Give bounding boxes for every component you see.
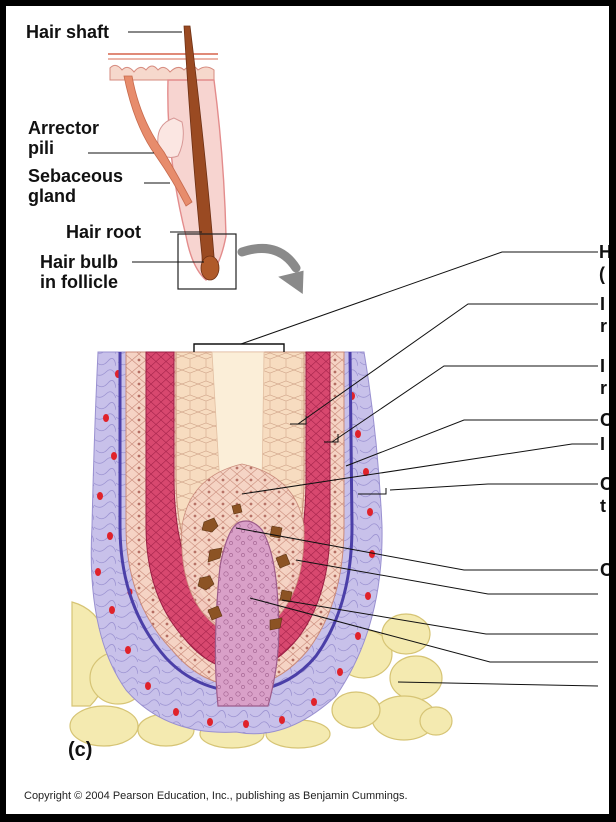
cropped-label-6-line1: C [600, 474, 609, 494]
cropped-label-3-line2: r [600, 378, 607, 398]
label-arrector-pili: Arrector pili [28, 118, 99, 158]
cropped-label-2-line2: r [600, 316, 607, 336]
label-hair-shaft: Hair shaft [26, 22, 109, 42]
cropped-label-7-line1: C [600, 560, 609, 580]
enlarged-hair-bulb [70, 344, 452, 748]
cropped-label-5-line1: I [600, 434, 605, 454]
dermal-papilla [215, 521, 278, 706]
label-sebaceous-gland: Sebaceous gland [28, 166, 123, 206]
copyright-notice: Copyright © 2004 Pearson Education, Inc.… [24, 790, 408, 802]
cropped-label-1-line1: H [599, 242, 609, 262]
cropped-label-6-line2: t [600, 496, 606, 516]
cropped-label-1-line2: ( [599, 264, 605, 284]
label-hair-bulb: Hair bulb in follicle [40, 252, 118, 292]
cropped-label-3-line1: I [600, 356, 605, 376]
cropped-label-4-line1: C [600, 410, 609, 430]
cropped-label-2-line1: I [600, 294, 605, 314]
panel-label: (c) [68, 739, 92, 762]
zoom-arrow-icon [242, 248, 310, 299]
diagram-slide: Hair shaft Arrector pili Sebaceous gland… [6, 6, 609, 814]
overview-follicle [108, 26, 236, 289]
label-hair-root: Hair root [66, 222, 141, 242]
